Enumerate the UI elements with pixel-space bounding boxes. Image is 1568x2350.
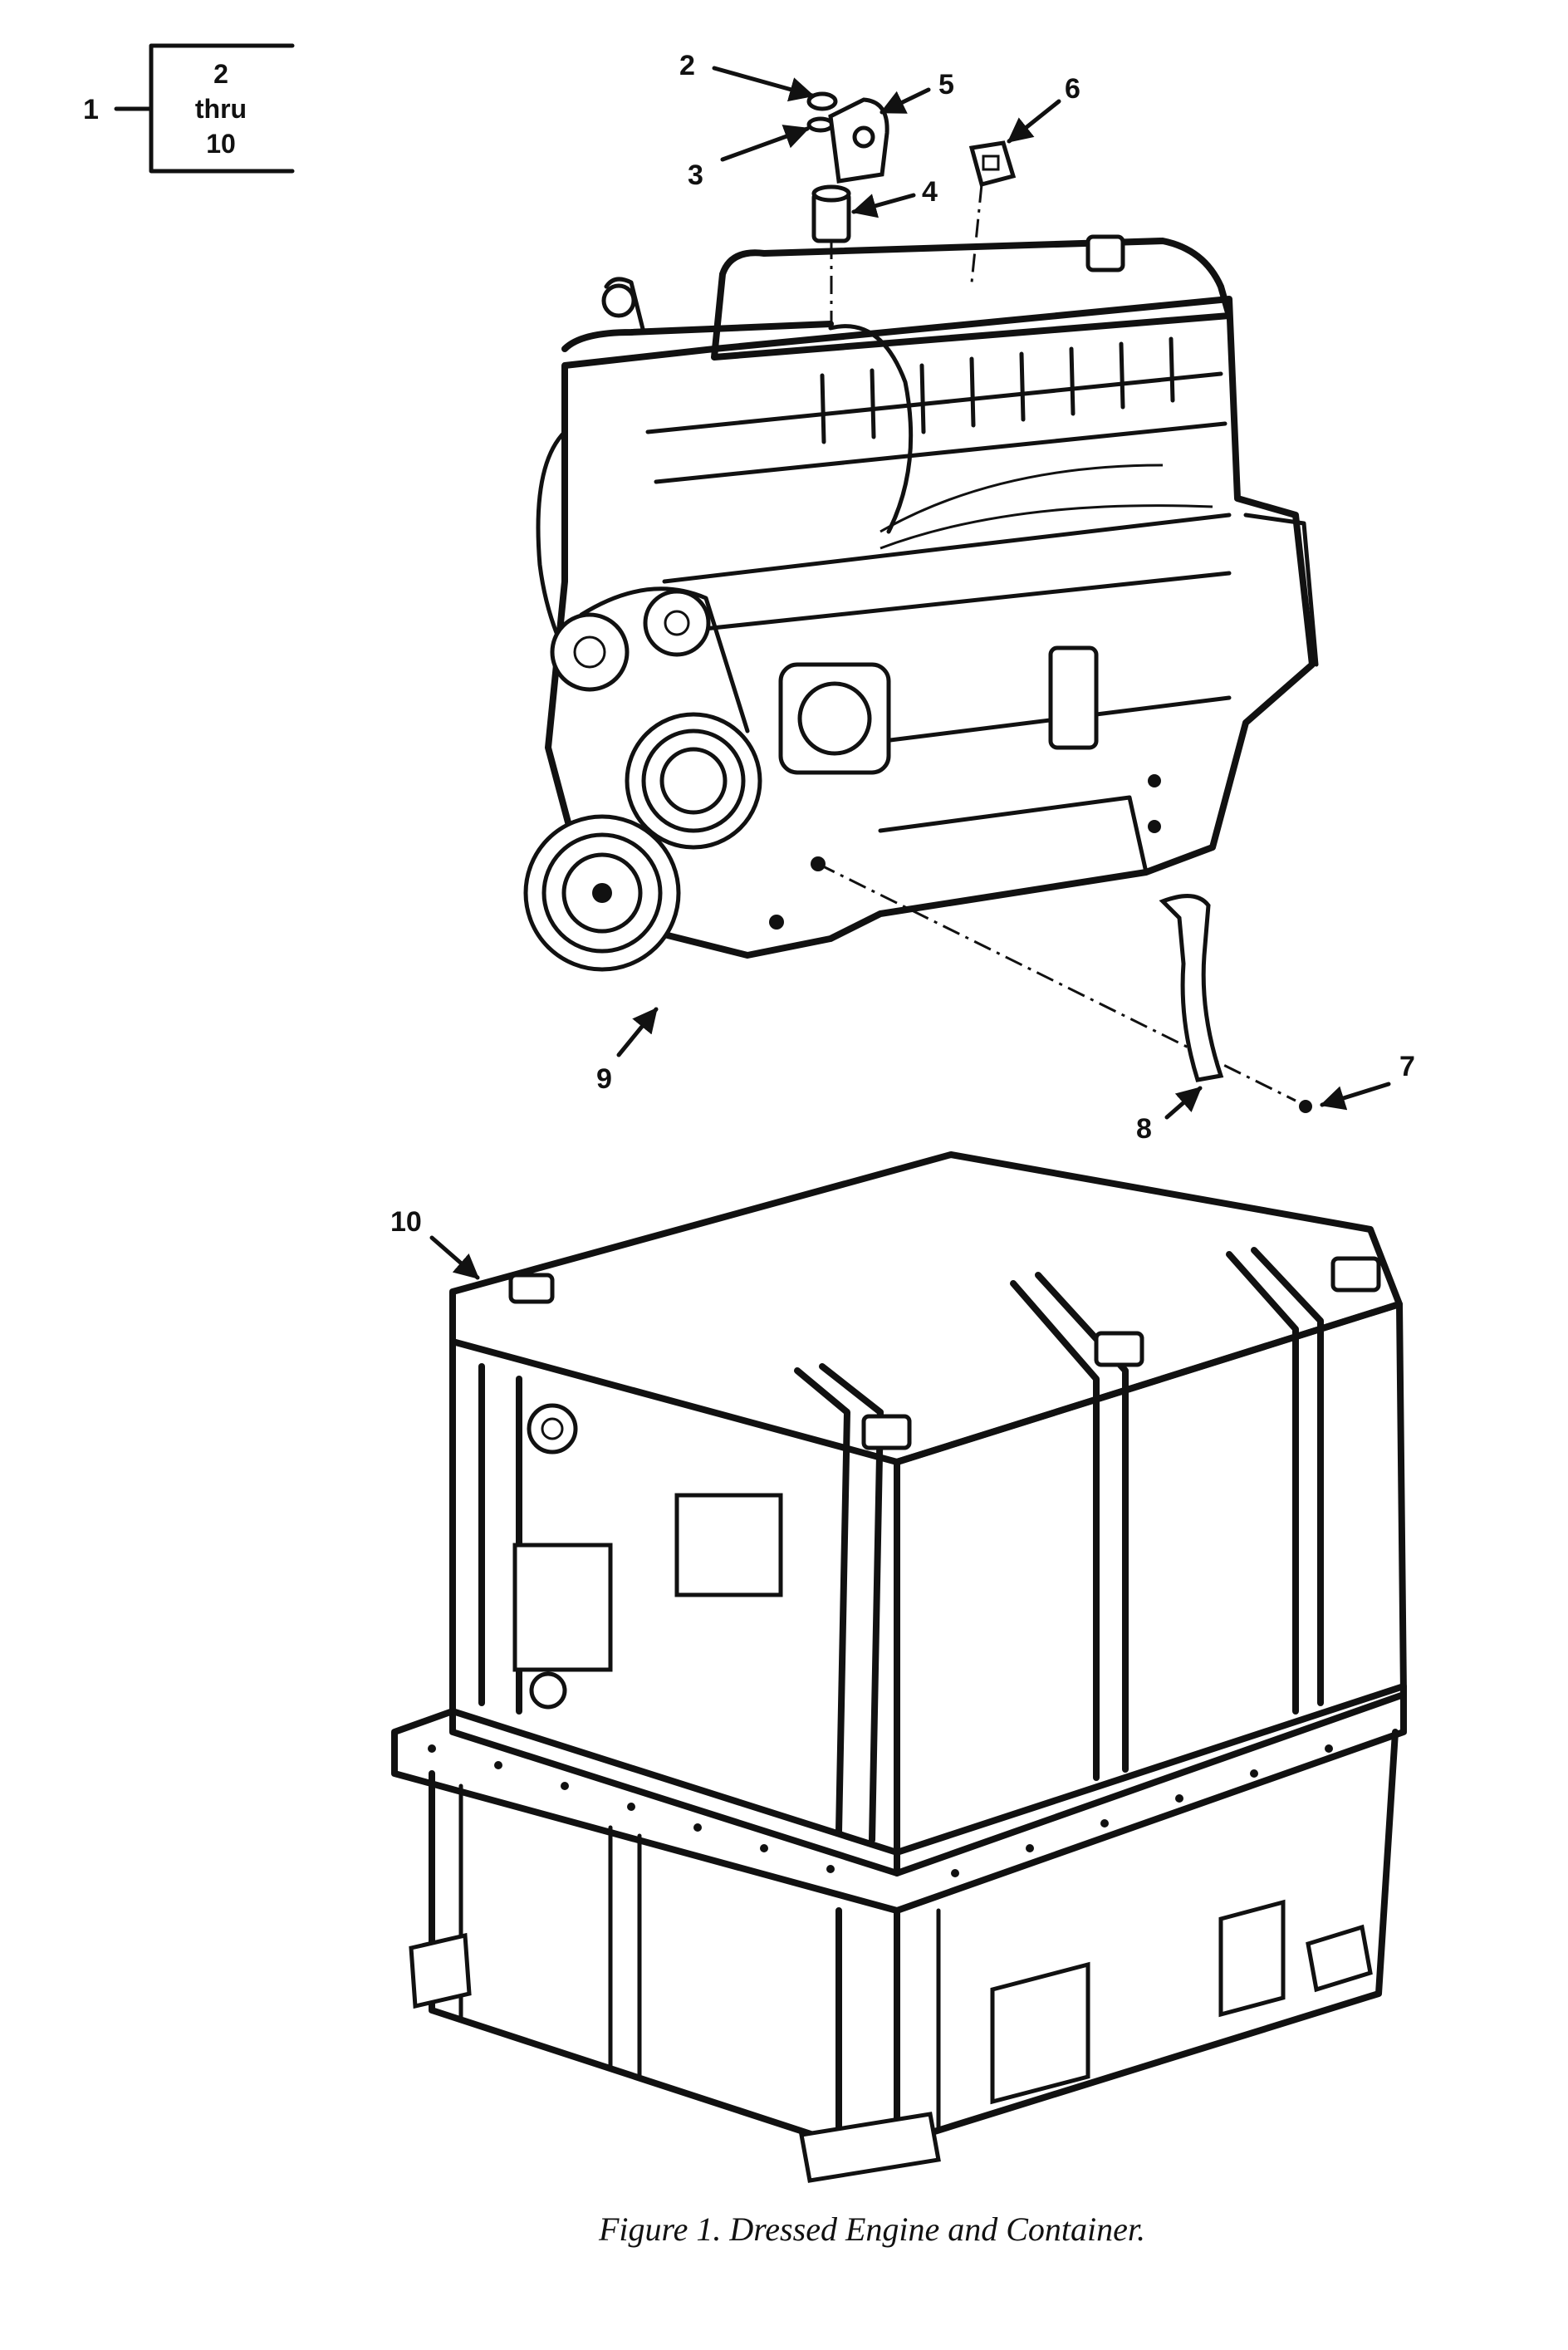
callout-2: 2 bbox=[679, 50, 695, 81]
callout-10: 10 bbox=[390, 1206, 422, 1238]
bracket-hole bbox=[852, 125, 875, 149]
pressure-valve bbox=[527, 1403, 578, 1455]
assembly-line-bolt bbox=[817, 862, 1296, 1102]
flange-bolts bbox=[428, 1744, 1333, 1877]
spacer-top bbox=[811, 184, 851, 203]
label-plate bbox=[674, 1493, 783, 1597]
washer-part bbox=[806, 116, 835, 133]
callouts: 2 3 5 6 4 9 7 8 10 bbox=[390, 50, 1415, 1280]
latch-3 bbox=[1094, 1331, 1144, 1367]
tree-bracket bbox=[149, 43, 295, 174]
head-band-1 bbox=[645, 371, 1223, 434]
intake-elbow bbox=[604, 277, 646, 335]
tree-root-label: 1 bbox=[83, 94, 99, 125]
compressor bbox=[778, 662, 891, 775]
fuel-filter bbox=[1048, 645, 1099, 750]
figure-caption: Figure 1. Dressed Engine and Container. bbox=[598, 2210, 1145, 2248]
leader-3 bbox=[720, 125, 810, 162]
container-base-front bbox=[429, 1770, 842, 2146]
container-lid-side bbox=[894, 1301, 1407, 1877]
callout-3: 3 bbox=[688, 159, 703, 191]
lid-straps bbox=[478, 1247, 1324, 1843]
engine-drawing bbox=[523, 234, 1319, 1102]
oil-pan bbox=[878, 795, 1149, 875]
skid-foot-3 bbox=[1306, 1924, 1373, 1993]
engine-valve-cover bbox=[711, 238, 1232, 361]
container-base-flange bbox=[391, 1683, 1407, 1914]
leader-10 bbox=[429, 1235, 480, 1280]
container-base-side bbox=[894, 1729, 1399, 2146]
tag-symbol bbox=[982, 155, 1000, 171]
intake-pipe bbox=[561, 321, 834, 352]
head-band-2 bbox=[654, 421, 1227, 484]
container-lid-front bbox=[449, 1338, 900, 1877]
callout-9: 9 bbox=[596, 1063, 612, 1095]
filler-cap bbox=[1085, 234, 1125, 272]
fan-pulley bbox=[625, 712, 762, 850]
breather-valve bbox=[529, 1671, 567, 1710]
leader-6 bbox=[1007, 99, 1061, 144]
leader-4 bbox=[851, 193, 916, 218]
base-ribs bbox=[458, 1783, 941, 2133]
flywheel-housing bbox=[1243, 513, 1319, 667]
callout-8: 8 bbox=[1136, 1113, 1152, 1145]
leader-5 bbox=[880, 87, 931, 115]
block-band-1 bbox=[662, 513, 1232, 584]
drive-belt bbox=[579, 586, 750, 733]
shipping-container-drawing bbox=[391, 1151, 1407, 2183]
lifting-parts-group bbox=[806, 91, 1017, 349]
tree-box-line-3: 10 bbox=[206, 129, 236, 159]
alternator-pulley bbox=[643, 589, 711, 657]
latch-1 bbox=[508, 1273, 555, 1304]
forklift-pocket-2 bbox=[1218, 1899, 1286, 2018]
callout-7: 7 bbox=[1399, 1051, 1415, 1082]
skid-foot-2 bbox=[799, 2112, 941, 2183]
leader-2 bbox=[712, 66, 815, 102]
callout-6: 6 bbox=[1065, 73, 1080, 105]
skid-foot-1 bbox=[409, 1932, 472, 2009]
bolt-part bbox=[1299, 1100, 1312, 1113]
tree-box-line-2: thru bbox=[195, 94, 247, 124]
latch-2 bbox=[861, 1414, 912, 1450]
latch-4 bbox=[1330, 1256, 1381, 1293]
forklift-pocket-1 bbox=[990, 1961, 1090, 2105]
head-ribs bbox=[820, 336, 1175, 444]
container-lid-top bbox=[449, 1151, 1403, 1465]
leader-8 bbox=[1164, 1086, 1203, 1120]
callout-5: 5 bbox=[938, 69, 954, 101]
tree-box-line-1: 2 bbox=[213, 59, 228, 89]
leader-7 bbox=[1320, 1082, 1391, 1111]
assembly-line-tag bbox=[970, 184, 983, 283]
intake-port bbox=[601, 283, 636, 318]
wiring-harness bbox=[828, 324, 914, 534]
assembly-index-tree: 1 2 thru 10 bbox=[83, 43, 295, 174]
idler-pulley bbox=[550, 612, 630, 692]
block-band-3 bbox=[828, 695, 1232, 750]
block-band-2 bbox=[679, 571, 1232, 634]
tag-part bbox=[968, 140, 1017, 188]
leader-9 bbox=[616, 1007, 659, 1057]
fuel-line-1 bbox=[880, 464, 1164, 533]
data-plate bbox=[512, 1543, 613, 1672]
callout-4: 4 bbox=[922, 176, 938, 208]
mounting-bracket-part bbox=[1159, 894, 1224, 1082]
fuel-line-2 bbox=[880, 504, 1213, 550]
